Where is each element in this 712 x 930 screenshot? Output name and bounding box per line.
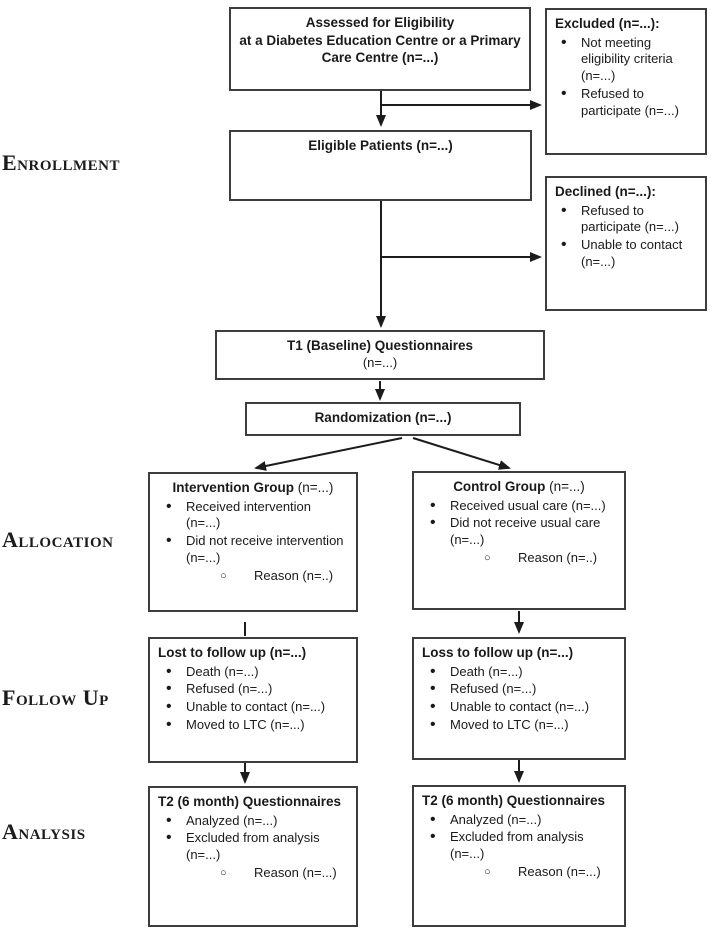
intervention-bullet-2: Did not receive intervention (n=...) bbox=[158, 532, 348, 567]
excluded-bullet-list: Not meeting eligibility criteria (n=...)… bbox=[555, 34, 697, 120]
stage-label-analysis: Analysis bbox=[2, 819, 86, 844]
assessed-line-2: at a Diabetes Education Centre or a Prim… bbox=[239, 32, 521, 48]
control-box: Control Group (n=...) Received usual car… bbox=[412, 471, 626, 610]
lost-left-bullet-list: Death (n=...) Refused (n=...) Unable to … bbox=[158, 663, 348, 735]
intervention-title: Intervention Group (n=...) bbox=[158, 479, 348, 497]
lost-right-bullet-4: Moved to LTC (n=...) bbox=[422, 716, 616, 734]
control-title-n: (n=...) bbox=[545, 479, 585, 494]
excluded-bullet-1: Not meeting eligibility criteria (n=...) bbox=[555, 34, 697, 86]
randomization-title: Randomization (n=...) bbox=[314, 410, 452, 425]
lost-left-bullet-1: Death (n=...) bbox=[158, 663, 348, 681]
assessed-line-3: Care Centre (n=...) bbox=[321, 50, 439, 66]
excluded-bullet-2: Refused to participate (n=...) bbox=[555, 85, 697, 120]
lost-right-bullet-3: Unable to contact (n=...) bbox=[422, 698, 616, 716]
t2-left-bullet-list: Analyzed (n=...) Excluded from analysis … bbox=[158, 812, 348, 883]
t2-left-sub-bullet: Reason (n=...) bbox=[158, 865, 348, 882]
declined-bullet-1: Refused to participate (n=...) bbox=[555, 202, 697, 237]
stage-label-followup: Follow Up bbox=[2, 685, 109, 710]
randomization-box: Randomization (n=...) bbox=[245, 402, 521, 436]
eligible-box: Eligible Patients (n=...) bbox=[229, 130, 532, 201]
loss-followup-right-box: Loss to follow up (n=...) Death (n=...) … bbox=[412, 637, 626, 760]
declined-title: Declined (n=...): bbox=[555, 184, 656, 199]
intervention-bullet-list: Received intervention (n=...) Did not re… bbox=[158, 498, 348, 585]
t2-right-bullet-2: Excluded from analysis (n=...) bbox=[422, 828, 616, 863]
intervention-box: Intervention Group (n=...) Received inte… bbox=[148, 472, 358, 612]
t2-right-title: T2 (6 month) Questionnaires bbox=[422, 793, 606, 808]
intervention-title-n: (n=...) bbox=[294, 480, 334, 495]
excluded-box: Excluded (n=...): Not meeting eligibilit… bbox=[545, 8, 707, 155]
t2-right-bullet-1: Analyzed (n=...) bbox=[422, 811, 616, 829]
stage-label-enrollment: Enrollment bbox=[2, 150, 121, 175]
intervention-bullet-1: Received intervention (n=...) bbox=[158, 498, 348, 533]
t2-right-bullet-list: Analyzed (n=...) Excluded from analysis … bbox=[422, 811, 616, 882]
t1-subtitle: (n=...) bbox=[362, 354, 398, 370]
lost-left-bullet-2: Refused (n=...) bbox=[158, 680, 348, 698]
t2-right-sub-bullet: Reason (n=...) bbox=[422, 864, 616, 881]
assessed-box: Assessed for Eligibility at a Diabetes E… bbox=[229, 7, 531, 91]
lost-right-title: Loss to follow up (n=...) bbox=[422, 645, 574, 660]
lost-left-bullet-4: Moved to LTC (n=...) bbox=[158, 716, 348, 734]
lost-right-bullet-list: Death (n=...) Refused (n=...) Unable to … bbox=[422, 663, 616, 735]
control-bullet-list: Received usual care (n=...) Did not rece… bbox=[422, 497, 616, 568]
control-title-bold: Control Group bbox=[453, 479, 546, 494]
t2-left-bullet-2: Excluded from analysis (n=...) bbox=[158, 829, 348, 864]
t2-left-box: T2 (6 month) Questionnaires Analyzed (n=… bbox=[148, 786, 358, 927]
t2-right-box: T2 (6 month) Questionnaires Analyzed (n=… bbox=[412, 785, 626, 927]
control-sub-bullet: Reason (n=..) bbox=[422, 550, 616, 567]
control-title: Control Group (n=...) bbox=[422, 478, 616, 496]
lost-left-title: Lost to follow up (n=...) bbox=[158, 645, 307, 660]
intervention-sub-bullet: Reason (n=..) bbox=[158, 568, 348, 585]
excluded-title: Excluded (n=...): bbox=[555, 16, 660, 31]
lost-right-bullet-1: Death (n=...) bbox=[422, 663, 616, 681]
declined-bullet-2: Unable to contact (n=...) bbox=[555, 236, 697, 271]
stage-label-allocation: Allocation bbox=[2, 527, 114, 552]
t1-box: T1 (Baseline) Questionnaires (n=...) bbox=[215, 330, 545, 380]
lost-right-bullet-2: Refused (n=...) bbox=[422, 680, 616, 698]
t2-left-bullet-1: Analyzed (n=...) bbox=[158, 812, 348, 830]
declined-bullet-list: Refused to participate (n=...) Unable to… bbox=[555, 202, 697, 272]
control-bullet-2: Did not receive usual care (n=...) bbox=[422, 514, 616, 549]
eligible-title: Eligible Patients (n=...) bbox=[308, 138, 453, 153]
declined-box: Declined (n=...): Refused to participate… bbox=[545, 176, 707, 311]
lost-followup-left-box: Lost to follow up (n=...) Death (n=...) … bbox=[148, 637, 358, 763]
control-bullet-1: Received usual care (n=...) bbox=[422, 497, 616, 515]
arrow-randomization-to-control bbox=[412, 437, 511, 470]
intervention-title-bold: Intervention Group bbox=[172, 480, 295, 495]
t2-left-title: T2 (6 month) Questionnaires bbox=[158, 794, 342, 809]
arrow-randomization-to-intervention bbox=[254, 437, 403, 471]
assessed-line-1: Assessed for Eligibility bbox=[305, 15, 455, 30]
t1-title: T1 (Baseline) Questionnaires bbox=[286, 338, 474, 353]
lost-left-bullet-3: Unable to contact (n=...) bbox=[158, 698, 348, 716]
